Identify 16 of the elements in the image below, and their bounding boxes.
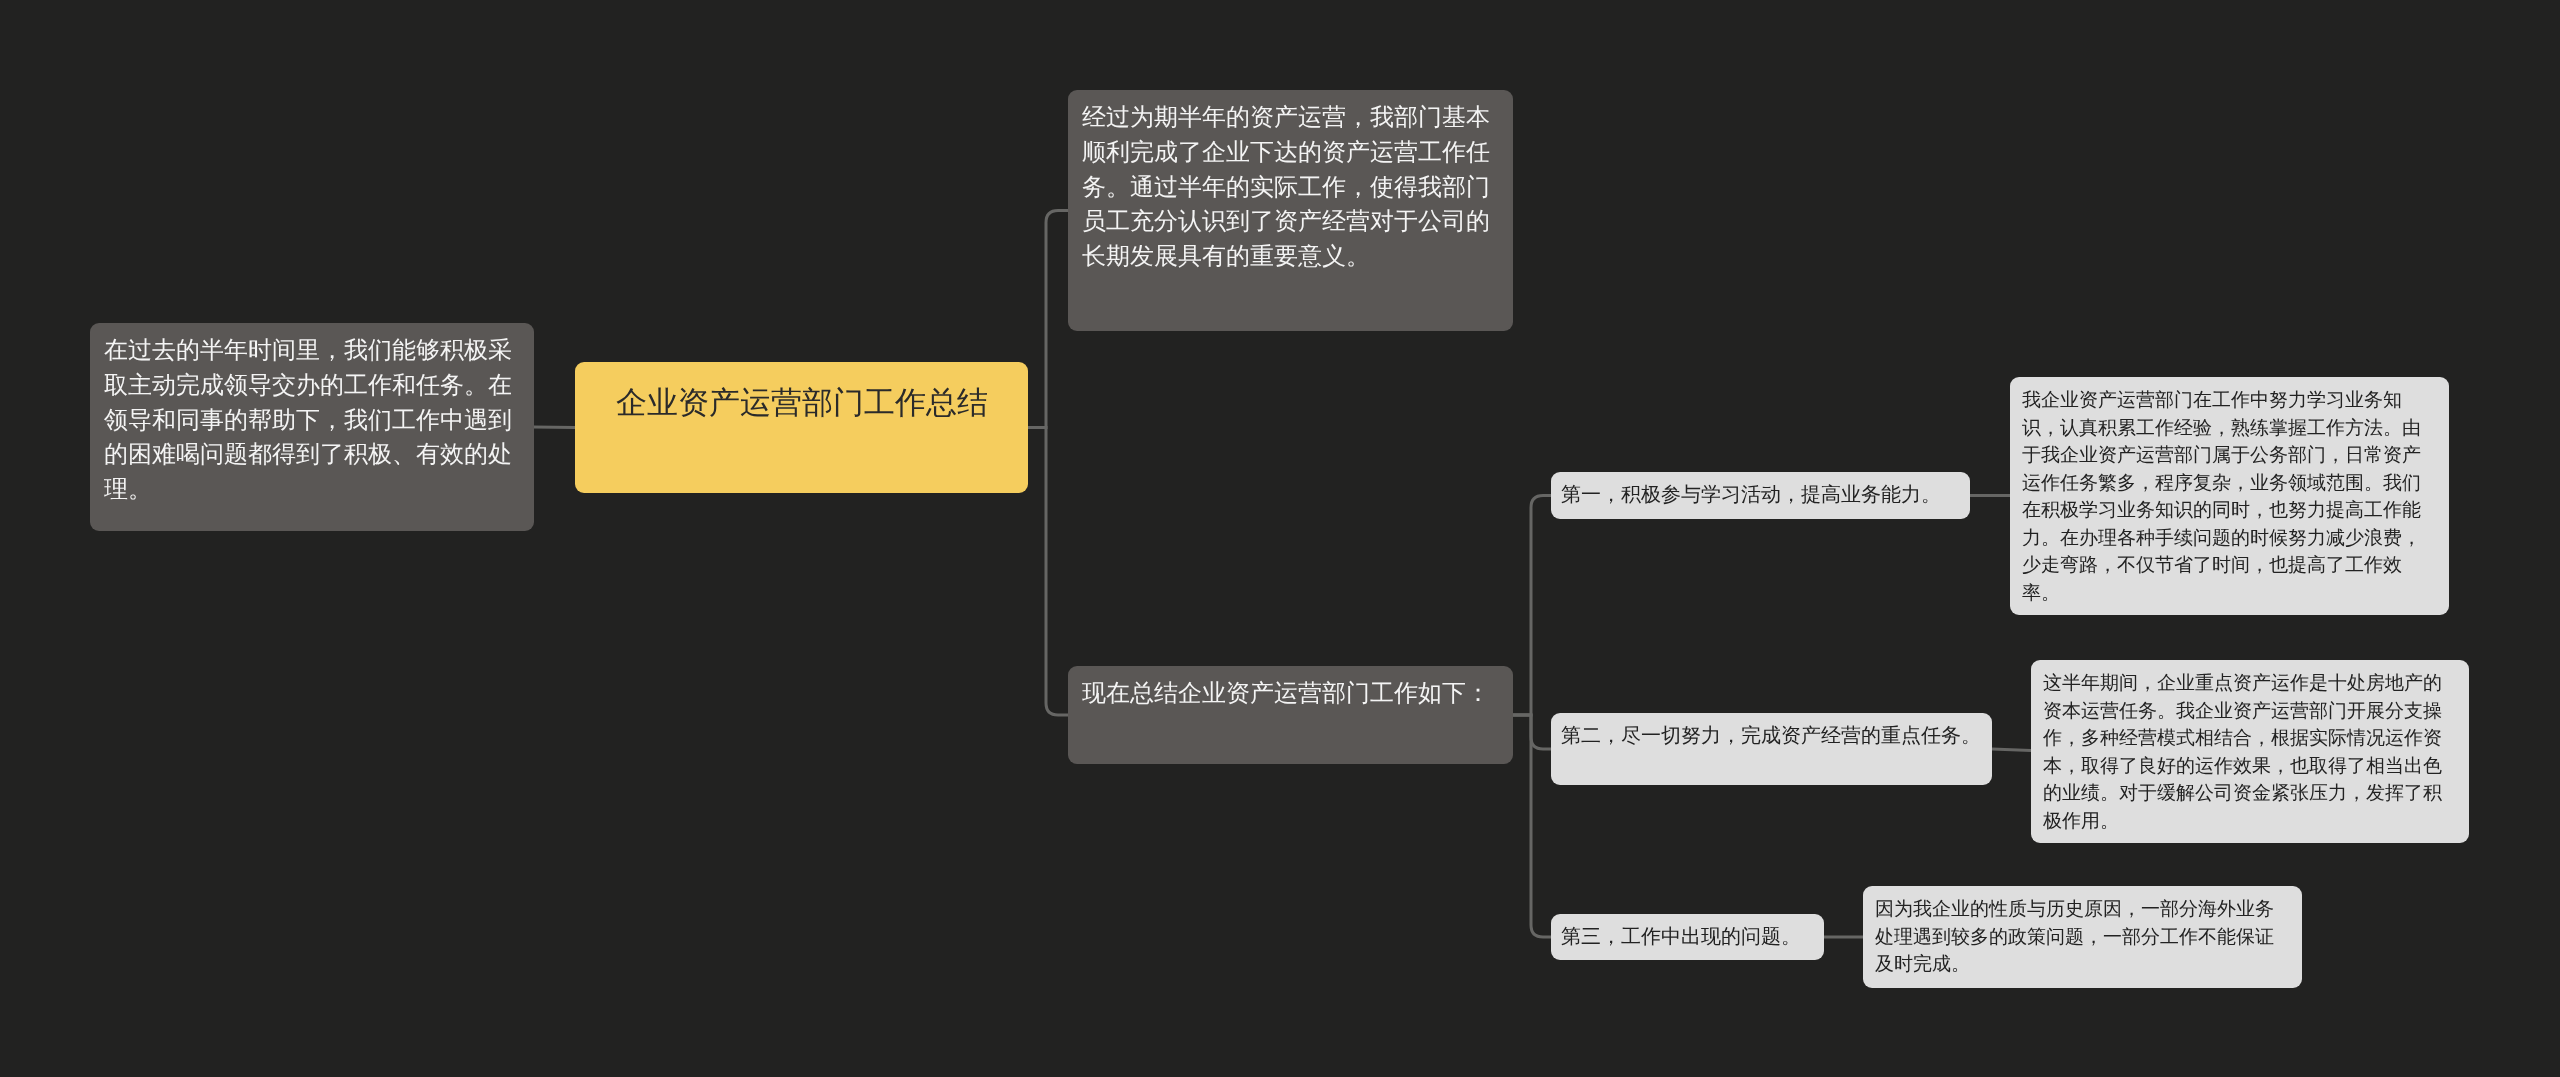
detail-box: 我企业资产运营部门在工作中努力学习业务知识，认真积累工作经验，熟练掌握工作方法。由于我企业资产运营部门属于公务部门，日常资产运作任务繁多，程序复杂，业务领域范围。我们在积极学习业务知识的同时，也努力提高工作能力。在办理各种手续问题的时候努力减少浪费，少走弯路，不仅节省了时间，也提高了工作效率。 [2010,377,2449,616]
topic-box: 企业资产运营部门工作总结 [575,362,1028,493]
item-box: 第三，工作中出现的问题。 [1551,914,1824,961]
detail-box: 这半年期间，企业重点资产运作是十处房地产的资本运营任务。我企业资产运营部门开展分支操作，多种经营模式相结合，根据实际情况运作资本，取得了良好的运作效果，也取得了相当出色的业绩。对于缓解公司资金紧张压力，发挥了积极作用。 [2031,660,2469,844]
connector-line [1028,426,1068,717]
connector-line [533,425,576,429]
branch-box: 现在总结企业资产运营部门工作如下： [1068,666,1513,764]
connector-line [1991,747,2032,752]
detail-box: 因为我企业的性质与历史原因，一部分海外业务处理遇到较多的政策问题，一部分工作不能保证及时完成。 [1863,886,2302,988]
connector-line [1824,935,1863,939]
branch-box: 在过去的半年时间里，我们能够积极采取主动完成领导交办的工作和任务。在领导和同事的帮助下，我们工作中遇到的困难喝问题都得到了积极、有效的处理。 [90,323,534,531]
item-box: 第二，尽一切努力，完成资产经营的重点任务。 [1551,713,1992,785]
branch-box: 经过为期半年的资产运营，我部门基本顺利完成了企业下达的资产运营工作任务。通过半年的实际工作，使得我部门员工充分认识到了资产经营对于公司的长期发展具有的重要意义。 [1068,90,1513,331]
connector-line [1970,494,2010,497]
connector-line [1513,713,1551,939]
item-box: 第一，积极参与学习活动，提高业务能力。 [1551,472,1970,519]
